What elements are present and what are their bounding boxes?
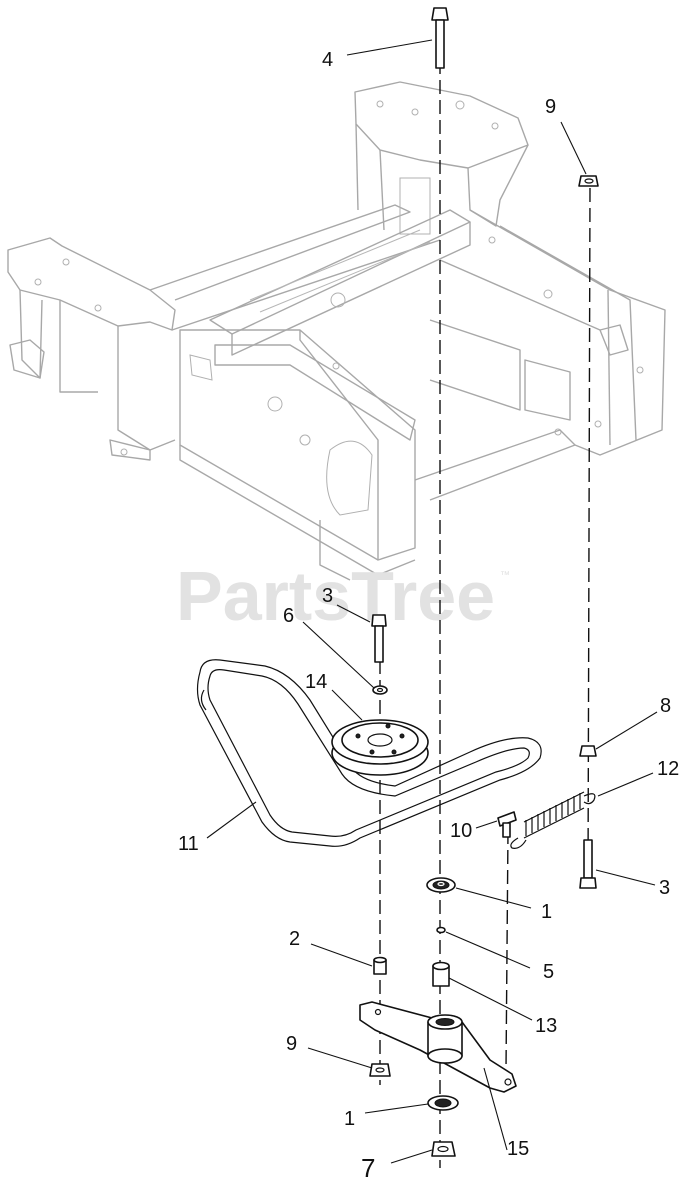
callout-2: 2 — [289, 928, 300, 950]
watermark-text: PartsTree — [176, 557, 495, 635]
part-washer — [372, 685, 388, 695]
part-spring-washer-lower — [427, 1095, 459, 1111]
callout-1-upper: 1 — [541, 901, 552, 923]
callout-labels: 4 9 3 6 14 8 12 11 10 3 1 2 5 13 9 1 15 … — [178, 49, 679, 1183]
axis-right — [587, 187, 591, 881]
callout-10: 10 — [450, 820, 472, 842]
mower-frame — [7, 81, 666, 581]
part-flange-nut-lower — [369, 1063, 391, 1077]
callout-3-upper: 3 — [322, 585, 333, 607]
callout-12: 12 — [657, 758, 679, 780]
watermark: PartsTree ™ — [176, 557, 510, 635]
part-locknut — [431, 1141, 456, 1157]
callout-14: 14 — [305, 671, 327, 693]
callout-7: 7 — [361, 1153, 375, 1183]
callout-9-lower: 9 — [286, 1033, 297, 1055]
callout-1-lower: 1 — [344, 1108, 355, 1130]
callout-6: 6 — [283, 605, 294, 627]
axis-spring-anchor — [505, 829, 509, 1071]
callout-5: 5 — [543, 961, 554, 983]
part-clevis-pin — [497, 811, 517, 838]
part-retaining-ring — [436, 926, 446, 934]
part-idler-pulley — [331, 719, 429, 776]
callout-4: 4 — [322, 49, 333, 71]
part-bushing — [432, 961, 450, 987]
callout-15: 15 — [507, 1138, 529, 1160]
callout-11: 11 — [178, 833, 199, 855]
watermark-trademark: ™ — [500, 570, 510, 581]
part-idler-arm — [359, 1001, 517, 1093]
callout-9-top: 9 — [545, 96, 556, 118]
callout-3-right: 3 — [659, 877, 670, 899]
part-nut-small — [579, 745, 597, 757]
part-bolt-right — [579, 839, 597, 889]
part-extension-spring — [510, 791, 596, 849]
leader-lines — [206, 39, 658, 1164]
part-bolt-long — [431, 7, 449, 69]
part-spring-washer-upper — [426, 877, 456, 893]
part-flange-nut-top — [578, 175, 599, 187]
part-belt — [196, 659, 542, 847]
callout-13: 13 — [535, 1015, 557, 1037]
part-bolt-upper — [371, 614, 387, 663]
part-spacer — [373, 956, 387, 975]
callout-8: 8 — [660, 695, 671, 717]
